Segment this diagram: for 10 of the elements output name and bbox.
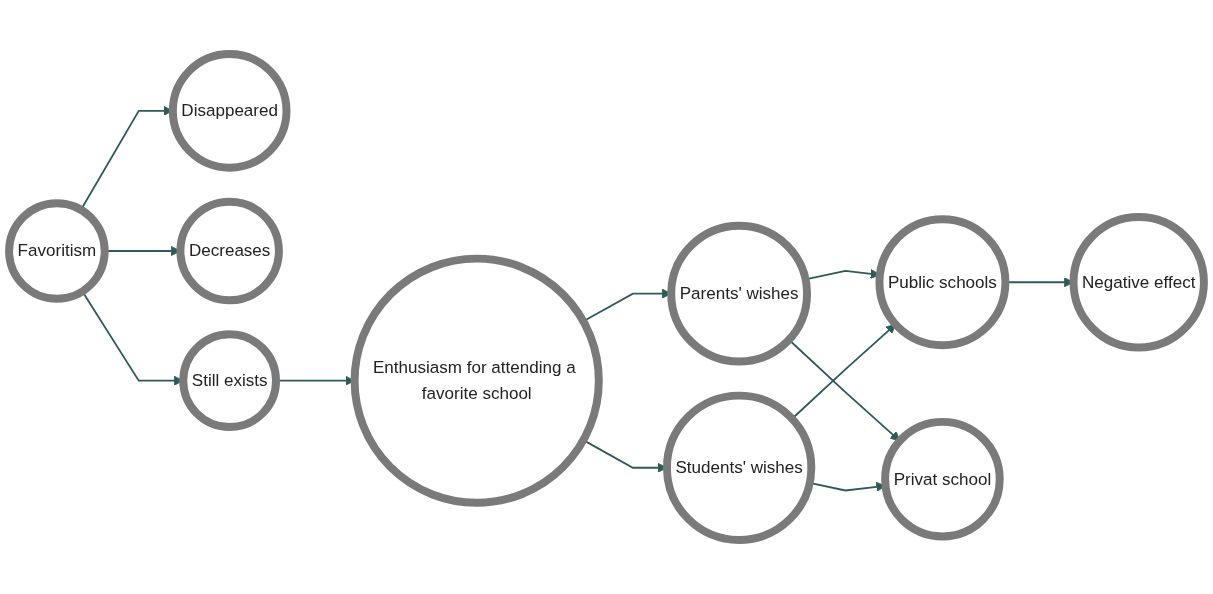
node-circle: Negative effect bbox=[1069, 213, 1208, 352]
node-circle: Disappeared bbox=[168, 50, 291, 172]
node-circle: Public schools bbox=[875, 215, 1010, 350]
node-circle: Students' wishes bbox=[662, 391, 816, 544]
node-circle: Decreases bbox=[176, 197, 283, 305]
node-circle: Enthusiasm for attending a favorite school bbox=[350, 254, 603, 507]
node-circle: Still exists bbox=[179, 330, 280, 432]
node-circle: Privat school bbox=[881, 417, 1004, 541]
node-circle: Parents' wishes bbox=[667, 221, 811, 366]
node-circle: Favoritism bbox=[5, 199, 109, 303]
